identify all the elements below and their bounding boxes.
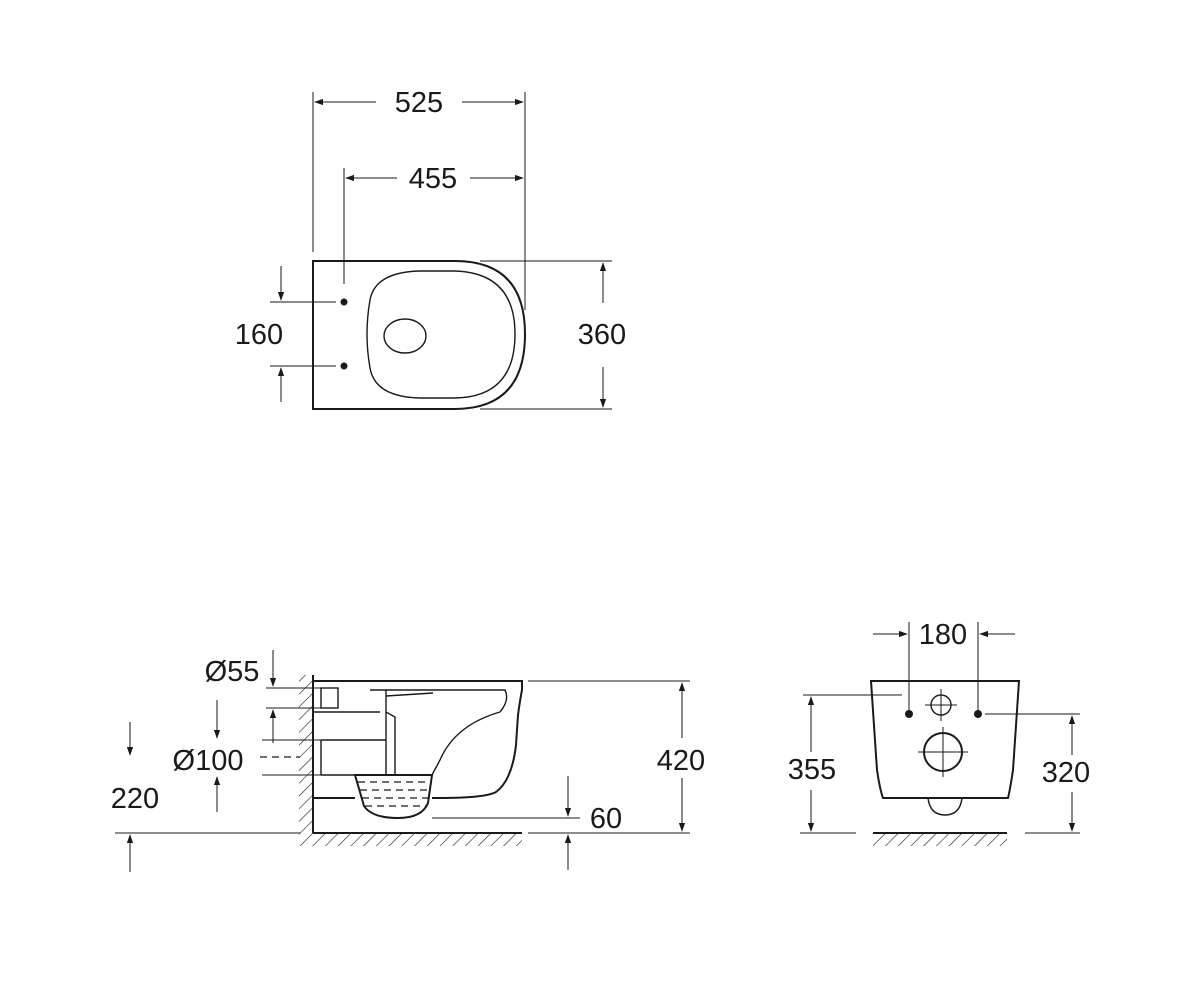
dim-bolt-height: 320 [1042,757,1090,789]
side-view: Ø55 Ø100 220 420 60 [111,650,705,872]
fixing-hole-bottom [340,362,348,370]
top-view: 525 455 160 360 [235,87,626,410]
dim-bolt-spacing: 180 [919,619,967,651]
drain-hole [383,318,427,354]
floor-hatch [299,833,522,846]
dim-outlet-height: 220 [111,783,159,815]
dim-width: 360 [578,319,626,351]
dim-outlet-diameter: Ø100 [173,745,244,777]
dim-fixing-to-front: 455 [409,163,457,195]
bowl-opening [366,270,516,399]
dim-fixing-spacing: 160 [235,319,283,351]
rear-view: 180 355 320 [788,619,1090,846]
rear-bolt-right [974,710,982,718]
rear-body [869,680,1021,799]
dim-total-height: 420 [657,745,705,777]
waste-outlet [320,739,386,776]
bowl-outline [312,260,527,410]
rear-floor-hatch [873,833,1007,846]
fixing-hole-top [340,298,348,306]
dim-overall-height: 355 [788,754,836,786]
dim-overall-length: 525 [395,87,443,119]
rear-bolt-left [905,710,913,718]
trap-bowl [353,774,434,820]
wall-hatch [299,675,313,833]
dim-floor-clearance: 60 [590,803,622,835]
bowl-body [313,680,523,799]
dim-flush-inlet-diameter: Ø55 [205,656,260,688]
flush-inlet [320,687,339,709]
